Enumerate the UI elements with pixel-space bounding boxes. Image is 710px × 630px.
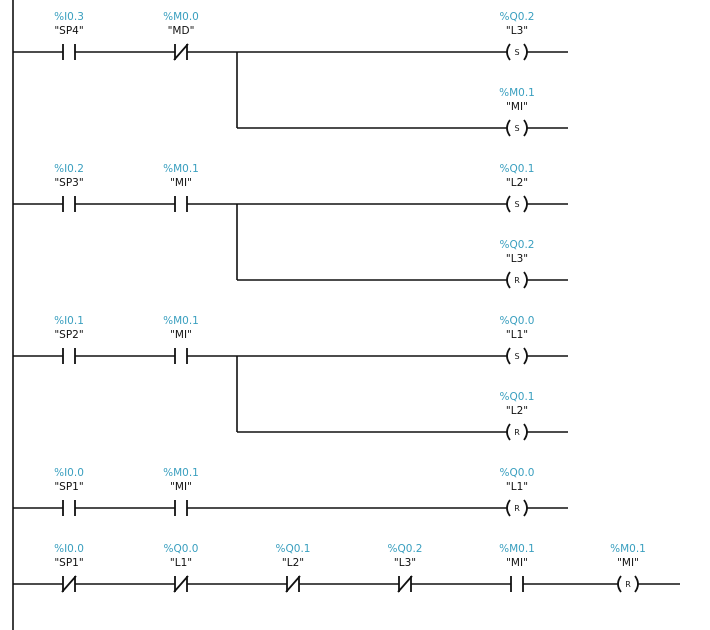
no-contact-symbol [174,500,188,516]
reset-coil-symbol: R [506,271,528,289]
contact-tag: "MI" [170,177,192,189]
no-contact-symbol [174,196,188,212]
coil-tag: "L3" [506,25,528,37]
contact-tag: "SP4" [54,25,83,37]
coil-address: %Q0.1 [500,163,535,175]
coil-type-label: R [514,276,520,285]
contact-address: %Q0.1 [276,543,311,555]
contact-address: %M0.1 [163,315,199,327]
rung-4: %I0.0 "SP1" %M0.1 "MI" R %Q0.0 "L1" [13,467,568,517]
contact-tag: "SP1" [54,557,83,569]
coil-tag: "L2" [506,405,528,417]
coil-type-label: R [625,580,631,589]
contact-address: %I0.1 [54,315,84,327]
contact-tag: "SP3" [54,177,83,189]
nc-contact-symbol [173,43,189,61]
contact-address: %M0.1 [163,163,199,175]
no-contact-symbol [62,348,76,364]
coil-type-label: S [514,124,519,133]
contact-tag: "MI" [170,481,192,493]
coil-address: %Q0.0 [500,467,535,479]
contact-address: %I0.0 [54,467,84,479]
contact-tag: "MI" [506,557,528,569]
coil-address: %M0.1 [610,543,646,555]
coil-address: %Q0.2 [500,239,535,251]
coil-type-label: S [514,352,519,361]
no-contact-symbol [510,576,524,592]
set-coil-symbol: S [506,195,528,213]
rung-1: %I0.3 "SP4" %M0.0 "MD" S %Q0.2 "L3" S %M0.1 "MI" [13,11,568,137]
coil-tag: "L3" [506,253,528,265]
nc-contact-symbol [173,575,189,593]
coil-tag: "L1" [506,481,528,493]
nc-contact-symbol [397,575,413,593]
contact-address: %I0.2 [54,163,84,175]
coil-address: %Q0.1 [500,391,535,403]
no-contact-symbol [62,500,76,516]
coil-address: %Q0.2 [500,11,535,23]
rung-2: %I0.2 "SP3" %M0.1 "MI" S %Q0.1 "L2" R %Q0.2 "L3" [13,163,568,289]
coil-type-label: S [514,200,519,209]
rung-3: %I0.1 "SP2" %M0.1 "MI" S %Q0.0 "L1" R %Q0.1 "L2" [13,315,568,441]
coil-tag: "MI" [617,557,639,569]
no-contact-symbol [62,196,76,212]
reset-coil-symbol: R [506,423,528,441]
rung-5: %I0.0 "SP1" %Q0.0 "L1" %Q0.1 "L2" %Q0.2 "L3" %M0… [13,543,680,593]
coil-type-label: S [514,48,519,57]
contact-tag: "L2" [282,557,304,569]
contact-address: %I0.3 [54,11,84,23]
coil-type-label: R [514,428,520,437]
nc-contact-symbol [285,575,301,593]
reset-coil-symbol: R [617,575,639,593]
coil-tag: "L1" [506,329,528,341]
contact-tag: "SP2" [54,329,83,341]
contact-address: %M0.1 [163,467,199,479]
reset-coil-symbol: R [506,499,528,517]
contact-tag: "L1" [170,557,192,569]
contact-tag: "MI" [170,329,192,341]
nc-contact-symbol [61,575,77,593]
coil-tag: "L2" [506,177,528,189]
contact-tag: "L3" [394,557,416,569]
set-coil-symbol: S [506,43,528,61]
contact-tag: "MD" [168,25,195,37]
contact-address: %I0.0 [54,543,84,555]
coil-type-label: R [514,504,520,513]
contact-address: %Q0.2 [388,543,423,555]
contact-address: %Q0.0 [164,543,199,555]
contact-address: %M0.1 [499,543,535,555]
set-coil-symbol: S [506,347,528,365]
coil-address: %M0.1 [499,87,535,99]
set-coil-symbol: S [506,119,528,137]
coil-tag: "MI" [506,101,528,113]
coil-address: %Q0.0 [500,315,535,327]
no-contact-symbol [62,44,76,60]
no-contact-symbol [174,348,188,364]
contact-address: %M0.0 [163,11,199,23]
contact-tag: "SP1" [54,481,83,493]
rungs: %I0.3 "SP4" %M0.0 "MD" S %Q0.2 "L3" S %M0.1 "MI"%… [13,11,680,593]
